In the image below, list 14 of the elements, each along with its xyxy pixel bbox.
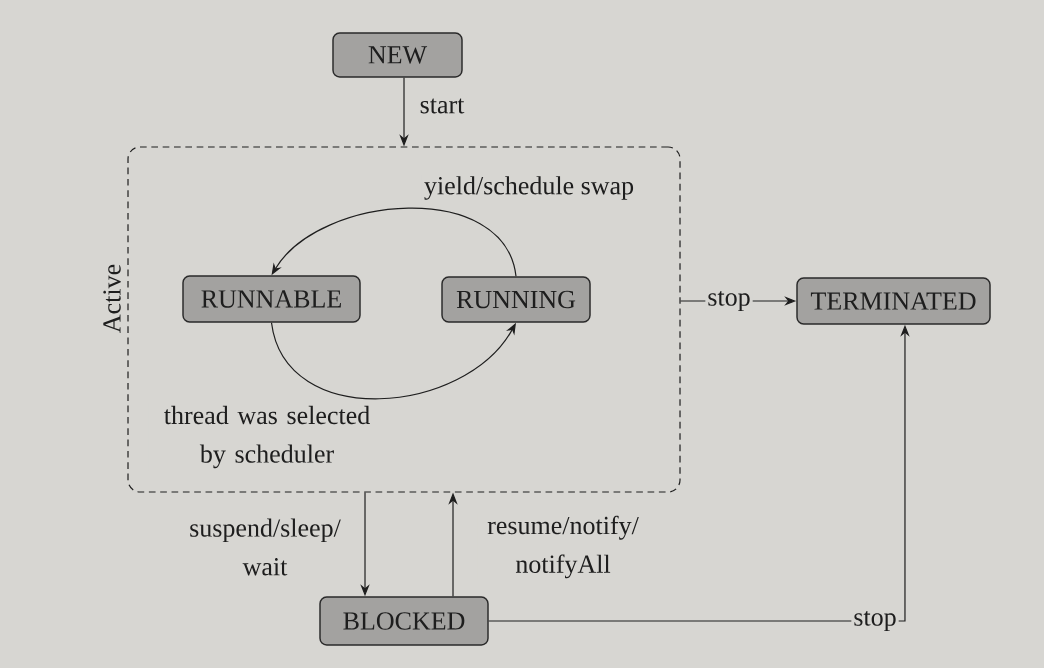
- edge-label: suspend/sleep/ wait: [179, 516, 351, 578]
- edge-label: yield/schedule swap: [421, 174, 637, 202]
- state-box: TERMINATED: [796, 277, 991, 325]
- edge-label: thread was selected by scheduler: [148, 403, 386, 471]
- state-box: BLOCKED: [319, 596, 489, 646]
- edge-label: stop: [851, 608, 899, 634]
- state-box: RUNNABLE: [182, 275, 361, 323]
- curved-arrow: [271, 207, 517, 277]
- edge-label: stop: [705, 288, 753, 314]
- edge-label: resume/notify/ notifyAll: [477, 513, 649, 581]
- group-label: Active: [103, 264, 121, 333]
- curved-arrow: [270, 322, 516, 400]
- state-box: RUNNING: [441, 276, 591, 323]
- state-box: NEW: [332, 32, 463, 78]
